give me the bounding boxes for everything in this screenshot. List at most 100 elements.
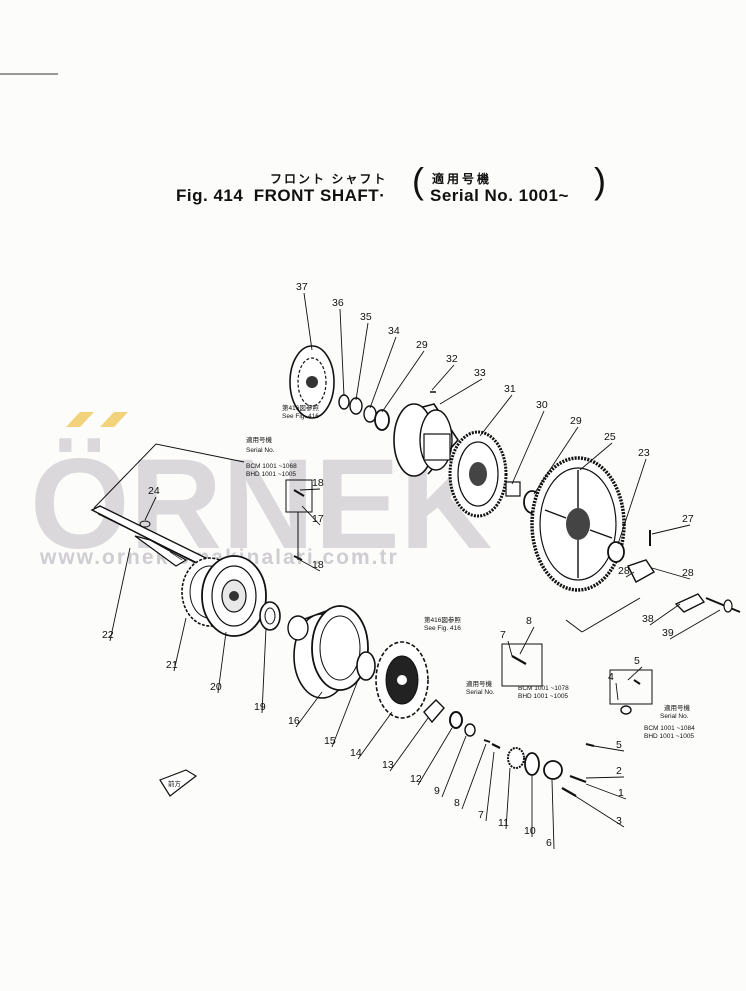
- part-labels: 3736353429323331302925232728283839241817…: [102, 281, 721, 850]
- callout-line2: BHD 1001 ~1005: [518, 693, 568, 700]
- part-label-9: 9: [434, 785, 440, 797]
- leader-line-23: [617, 458, 647, 545]
- part-22-shaft: [90, 505, 212, 567]
- part-7-bolt-inset: [511, 655, 527, 665]
- part-label-25: 25: [604, 431, 616, 443]
- part-36-seal: [338, 394, 350, 410]
- part-label-11: 11: [498, 817, 509, 829]
- part-label-28: 28: [682, 567, 694, 579]
- part-label-8: 8: [454, 797, 460, 809]
- callout-label: Serial No.: [660, 713, 689, 720]
- leader-line-31: [479, 394, 513, 437]
- part-23-bearing: [607, 541, 625, 563]
- part-31-gear: [448, 430, 508, 518]
- part-label-18: 18: [312, 559, 324, 571]
- leader-line-7: [507, 640, 513, 657]
- part-label-19: 19: [254, 701, 266, 713]
- leader-line-8: [461, 743, 487, 810]
- leader-line-20: [217, 631, 227, 694]
- leader-line-28: [625, 571, 635, 578]
- part-label-24: 24: [148, 485, 160, 497]
- part-19-bearing: [259, 601, 281, 631]
- part-30-spacer: [505, 481, 521, 497]
- part-label-10: 10: [524, 825, 536, 837]
- callout-label: Serial No.: [246, 447, 275, 454]
- part-label-21: 21: [166, 659, 178, 671]
- leader-line: [581, 597, 641, 633]
- leader-line-29: [381, 350, 425, 413]
- part-20-flange: [201, 555, 267, 637]
- leader-line-24: [144, 496, 157, 521]
- front-mark-text: 前方: [168, 779, 182, 788]
- part-18-bolt-lower: [293, 555, 303, 561]
- part-label-39: 39: [662, 627, 674, 639]
- leader-line-6: [551, 779, 555, 850]
- part-2-bolt: [569, 774, 587, 784]
- leader-line-15: [331, 679, 359, 748]
- callout-label: See Fig. 416: [424, 625, 461, 632]
- leader-line-21: [173, 617, 187, 672]
- part-label-7: 7: [500, 629, 506, 641]
- leader-line-16: [295, 691, 323, 728]
- callout-jp: 適用号機: [466, 679, 493, 688]
- leader-line-4: [615, 682, 619, 701]
- leader-line-1: [585, 783, 627, 800]
- part-label-20: 20: [210, 681, 222, 693]
- part-25-gear: [530, 456, 626, 592]
- figure-name: FRONT SHAFT: [253, 186, 380, 205]
- callout-label: Serial No.: [466, 689, 495, 696]
- leader-line-7: [485, 751, 495, 822]
- part-label-32: 32: [446, 353, 458, 365]
- callout-line2: BHD 1001 ~1005: [246, 471, 296, 478]
- part-12-washer: [449, 711, 463, 729]
- leader-line-13: [389, 717, 429, 772]
- watermark-url: www.ornekismakinalari.com.tr: [39, 546, 399, 569]
- part-label-28: 28: [618, 565, 630, 577]
- leader-line-37: [303, 292, 313, 351]
- callout-see-fig-mid: 第416図参照 See Fig. 416: [424, 615, 461, 632]
- part-label-5: 5: [616, 739, 622, 751]
- header: フロント シャフト 適用号機 Fig. 414 FRONT SHAFT· ( S…: [0, 0, 746, 215]
- part-5-bolt-inset: [633, 679, 641, 685]
- part-label-22: 22: [102, 629, 114, 641]
- callout-serial-right: 適用号機 Serial No. BCM 1001 ~1084 BHD 1001 …: [644, 703, 695, 740]
- part-16-drum: [287, 605, 369, 699]
- part-28-bracket: [627, 559, 656, 583]
- part-label-5: 5: [634, 655, 640, 667]
- part-label-6: 6: [546, 837, 552, 849]
- leader-line-2: [585, 776, 625, 779]
- title-japanese: フロント シャフト: [270, 172, 388, 186]
- part-33-clutch-drum: [393, 403, 460, 477]
- part-label-8: 8: [526, 615, 532, 627]
- part-label-29: 29: [416, 339, 428, 351]
- part-label-36: 36: [332, 297, 344, 309]
- part-label-2: 2: [616, 765, 622, 777]
- part-label-4: 4: [608, 671, 614, 683]
- leader-line-18: [299, 559, 321, 572]
- part-label-15: 15: [324, 735, 336, 747]
- leader-line-8: [519, 626, 535, 655]
- callout-line1: BCM 1001 ~1078: [518, 685, 569, 692]
- callout-jp: 第416図参照: [424, 615, 461, 624]
- part-label-3: 3: [616, 815, 622, 827]
- part-label-17: 17: [312, 513, 324, 525]
- part-label-16: 16: [288, 715, 300, 727]
- callout-jp: 適用号機: [664, 703, 691, 712]
- part-label-13: 13: [382, 759, 394, 771]
- callout-serial-mid: 適用号機 Serial No. BCM 1001 ~1078 BHD 1001 …: [466, 679, 569, 700]
- part-label-27: 27: [682, 513, 694, 525]
- open-paren: (: [412, 160, 424, 201]
- leader-line-9: [441, 735, 467, 798]
- part-24-pin: [139, 520, 151, 528]
- leader-line-22: [109, 547, 131, 642]
- leader-line-38: [649, 603, 681, 626]
- figure-number: Fig. 414: [176, 186, 244, 205]
- leader-line-28: [651, 567, 691, 580]
- part-label-38: 38: [642, 613, 654, 625]
- inset-box-7-8: [501, 643, 543, 687]
- part-label-14: 14: [350, 747, 362, 759]
- title-japanese-serial: 適用号機: [432, 172, 493, 186]
- leader-line: [565, 619, 583, 633]
- inset-box-4-5: [609, 669, 653, 705]
- part-label-12: 12: [410, 773, 422, 785]
